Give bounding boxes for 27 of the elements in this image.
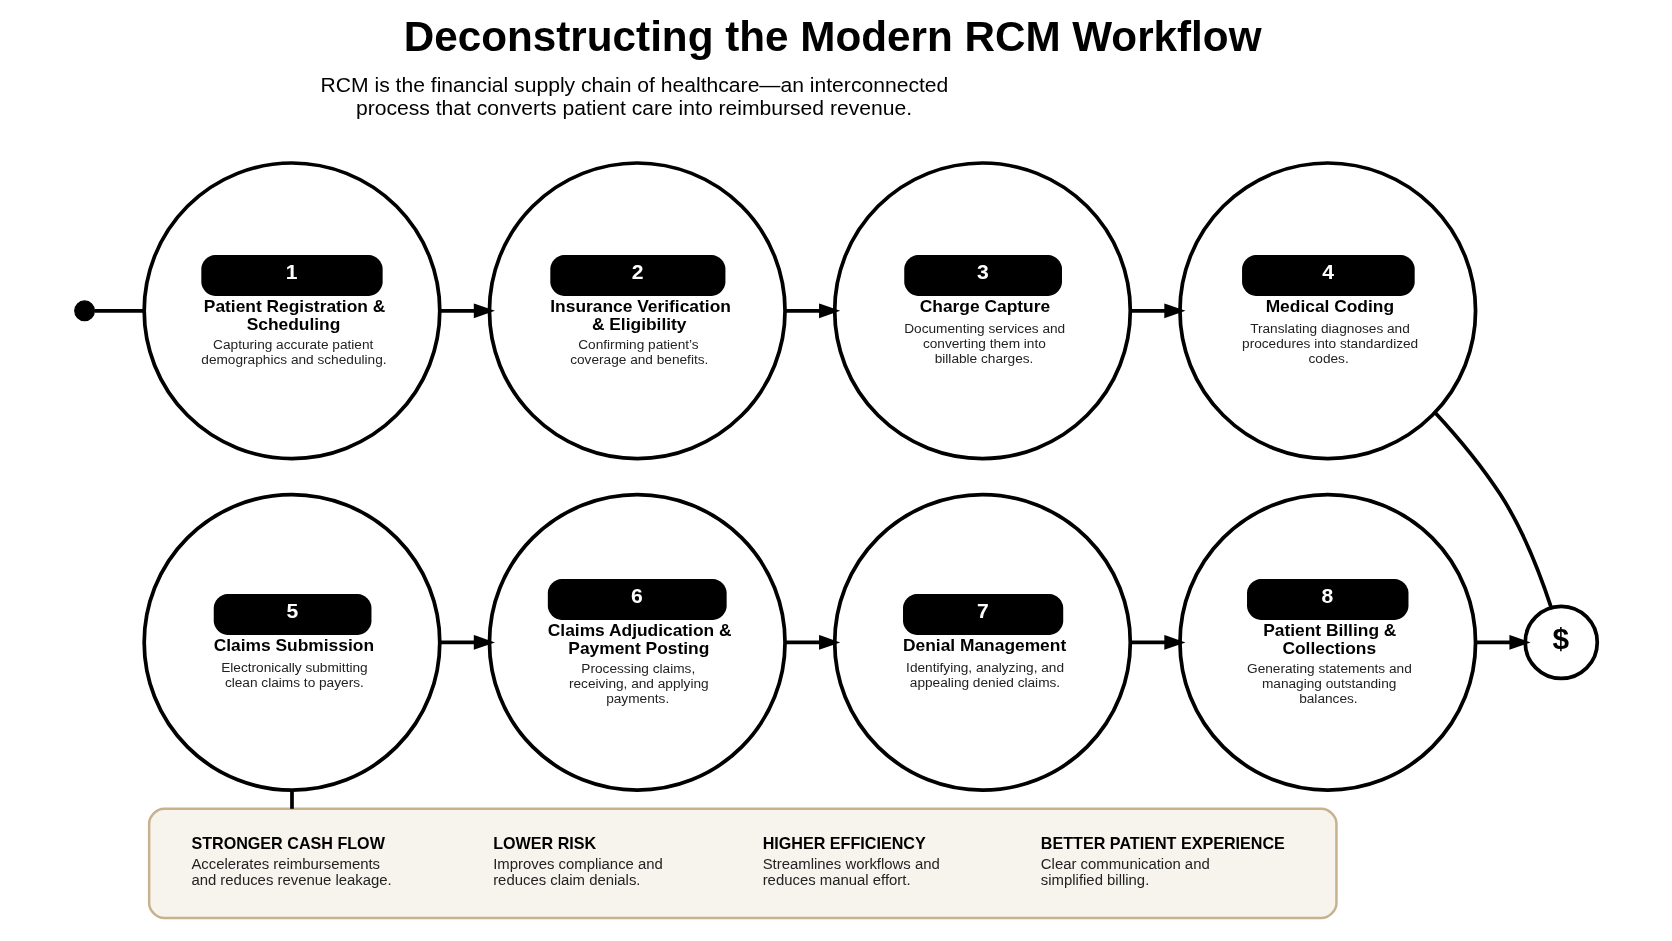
node-circle: 7 Denial Management Identifying, analyzing, and appealing denied claims.	[832, 492, 1133, 792]
node-text: BETTER PATIENT EXPERIENCE Clear communication and simplified billing.	[1040, 833, 1285, 888]
node-circle: 1 Patient Registration & Scheduling Capturing accurate patient demographics and scheduling.	[142, 160, 442, 460]
arrow	[440, 302, 495, 318]
node-text: HIGHER EFFICIENCY Streamlines workflows and reduces manual effort.	[762, 833, 940, 888]
node-circle: 2 Insurance Verification & Eligibility Confirming patient’s coverage and benefits.	[487, 160, 787, 460]
label: RCM is the financial supply chain of healthcare—an interconnected process that converts patient care into reimbursed revenue.	[320, 72, 949, 119]
connector	[94, 308, 145, 313]
arrow	[1130, 302, 1186, 318]
node-circle: 5 Claims Submission Electronically submitting clean claims to payers.	[142, 492, 442, 792]
cluster	[147, 807, 1338, 919]
node-text: LOWER RISK Improves compliance and reduces claim denials.	[493, 833, 663, 888]
node-circle: $	[1523, 604, 1600, 680]
connector	[290, 790, 294, 809]
node-circle: 4 Medical Coding Translating diagnoses and procedures into standardized codes.	[1178, 160, 1478, 460]
arrow	[1475, 634, 1531, 650]
node-circle: 3 Charge Capture Documenting services and converting them into billable charges.	[832, 160, 1133, 460]
connector	[1433, 410, 1553, 608]
node-circle	[74, 299, 96, 321]
node-circle: 8 Patient Billing & Collections Generating statements and managing outstanding balances.	[1178, 492, 1478, 792]
node-text: STRONGER CASH FLOW Accelerates reimbursements and reduces revenue leakage.	[191, 833, 392, 888]
node-circle: 6 Claims Adjudication & Payment Posting Processing claims, receiving, and applying payments.	[487, 492, 787, 792]
diagram-title: Deconstructing the Modern RCM Workflow	[403, 12, 1262, 60]
arrow	[785, 634, 841, 650]
arrow	[785, 302, 841, 318]
arrow	[440, 634, 495, 650]
arrow	[1130, 634, 1186, 650]
